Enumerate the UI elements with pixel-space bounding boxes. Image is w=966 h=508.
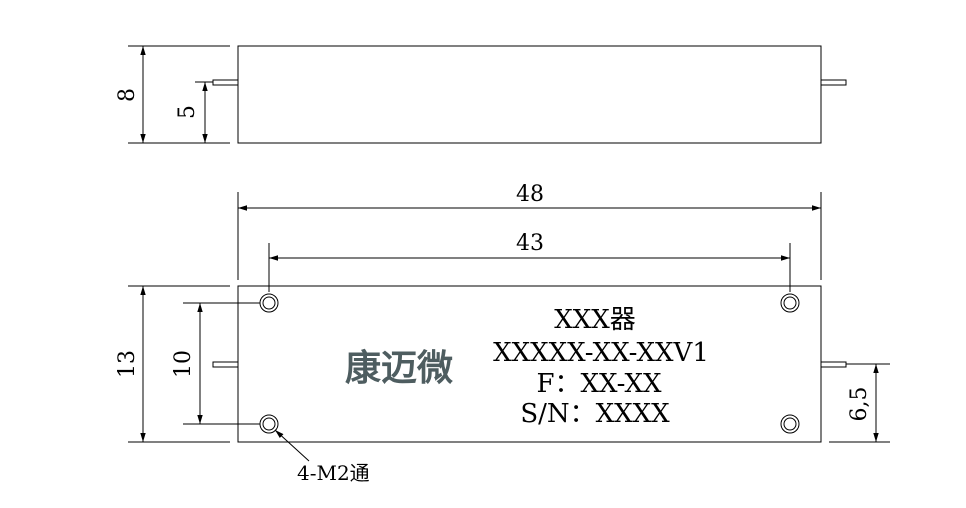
horizontal-dims: 48 43 — [237, 182, 822, 292]
side-pin-right — [820, 79, 847, 86]
top-pin-left — [212, 361, 239, 368]
top-pin-right — [820, 361, 847, 368]
side-view: 8 5 — [115, 45, 847, 144]
mounting-hole — [780, 414, 800, 434]
top-view: 13 10 6,5 康迈微 XXX器 XXXXX-XX-XXV1 F：XX-XX… — [115, 285, 890, 485]
hole-note: 4-M2通 — [297, 461, 370, 485]
label-line-4: S/N：XXXX — [520, 399, 670, 429]
brand-logo: 康迈微 — [345, 347, 453, 389]
dim-side-height: 8 — [115, 88, 140, 102]
side-pin-left — [212, 79, 239, 86]
label-line-3: F：XX-XX — [536, 369, 662, 399]
mounting-hole — [780, 293, 800, 313]
dim-overall-length: 48 — [516, 182, 544, 207]
label-line-2: XXXXX-XX-XXV1 — [493, 338, 709, 368]
dim-pin-height: 6,5 — [847, 387, 872, 422]
mounting-hole — [259, 293, 279, 313]
label-line-1: XXX器 — [554, 305, 636, 335]
dim-body-height: 13 — [115, 350, 140, 378]
dim-side-pin-height: 5 — [175, 105, 200, 119]
dim-hole-vertical-spacing: 10 — [171, 350, 196, 378]
side-body — [237, 45, 822, 144]
dim-hole-spacing: 43 — [516, 231, 544, 256]
hole-leader-line — [274, 429, 310, 462]
